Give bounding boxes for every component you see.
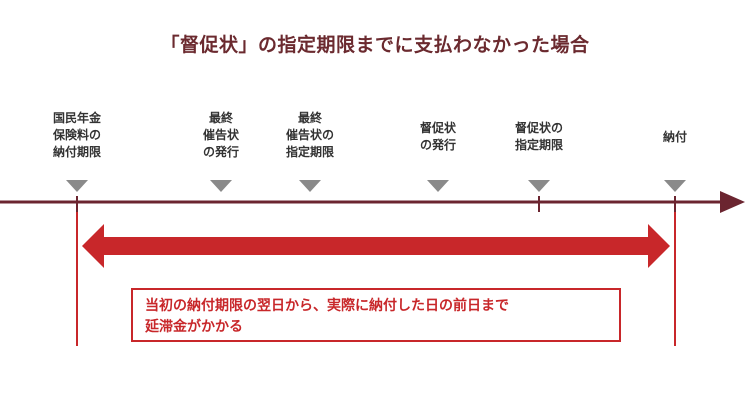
late-fee-note-box: 当初の納付期限の翌日から、実際に納付した日の前日まで 延滞金がかかる [131, 288, 621, 342]
event-marker-icon [210, 180, 232, 192]
event-marker-icon [427, 180, 449, 192]
duration-double-arrow-icon [82, 224, 670, 268]
event-marker-icon [66, 180, 88, 192]
event-label-final-notice-deadline: 最終 催告状の 指定期限 [285, 111, 335, 159]
late-fee-note-line-1: 当初の納付期限の翌日から、実際に納付した日の前日まで [145, 298, 509, 314]
event-marker-icon [299, 180, 321, 192]
diagram-title: 「督促状」の指定期限までに支払わなかった場合 [160, 34, 590, 56]
event-label-payment-deadline: 国民年金 保険料の 納付期限 [52, 111, 102, 159]
timeline-arrowhead-icon [720, 191, 745, 213]
event-label-demand-letter-issued: 督促状 の発行 [419, 121, 457, 152]
event-marker-icon [528, 180, 550, 192]
event-marker-icon [664, 180, 686, 192]
event-label-demand-letter-deadline: 督促状の 指定期限 [514, 121, 564, 152]
event-label-final-notice-issued: 最終 催告状 の発行 [202, 111, 240, 159]
late-fee-note-line-2: 延滞金がかかる [145, 319, 243, 335]
event-label-payment: 納付 [662, 130, 688, 144]
